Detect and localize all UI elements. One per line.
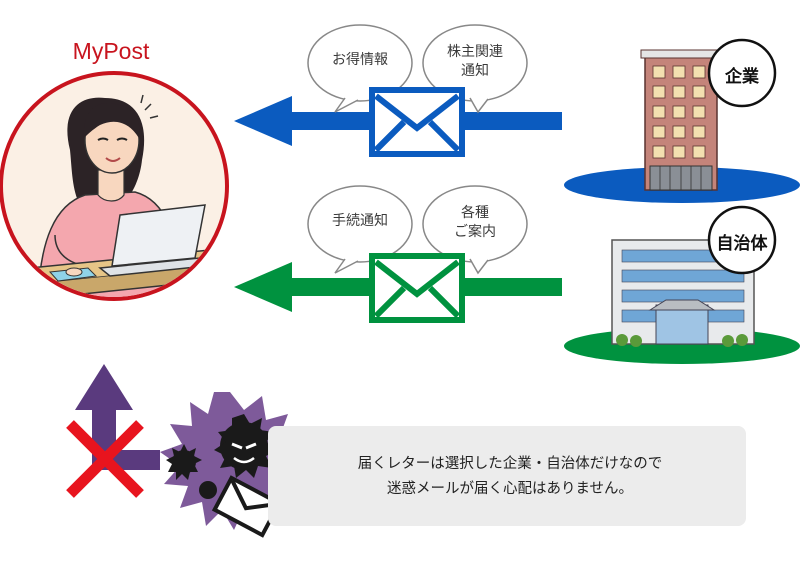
virus-icon: [160, 392, 302, 538]
blocked-x-icon: [66, 420, 144, 498]
municipality-bubble-1-text: 手続通知: [332, 213, 388, 229]
company-bubble-1-text: お得情報: [332, 52, 388, 68]
woman-laptop-illustration: [0, 71, 229, 301]
company-bubble-2: [422, 24, 528, 114]
company-tag-circle: [707, 38, 777, 108]
municipality-bubble-2-text: 各種 ご案内: [454, 205, 496, 240]
municipality-bubble-2: [422, 185, 528, 275]
municipality-building-illustration: [564, 205, 800, 364]
envelope-icon: [369, 253, 465, 323]
company-bubble-1: [307, 24, 413, 113]
municipality-tag-circle: [707, 205, 777, 275]
notice-text: 届くレターは選択した企業・自治体だけなので 迷惑メールが届く心配はありません。: [290, 452, 730, 502]
page-title: MyPost: [72, 38, 150, 64]
envelope-icon: [369, 87, 465, 157]
notice-line-1: 届くレターは選択した企業・自治体だけなので: [357, 456, 663, 472]
notice-box: [268, 426, 746, 526]
company-label: 企業: [725, 67, 759, 87]
notice-line-2: 迷惑メールが届く心配はありません。: [386, 481, 634, 497]
company-building-illustration: [564, 38, 800, 203]
company-bubble-2-text: 株主関連 通知: [447, 44, 503, 79]
municipality-label: 自治体: [716, 234, 768, 254]
municipality-bubble-1: [307, 185, 413, 274]
